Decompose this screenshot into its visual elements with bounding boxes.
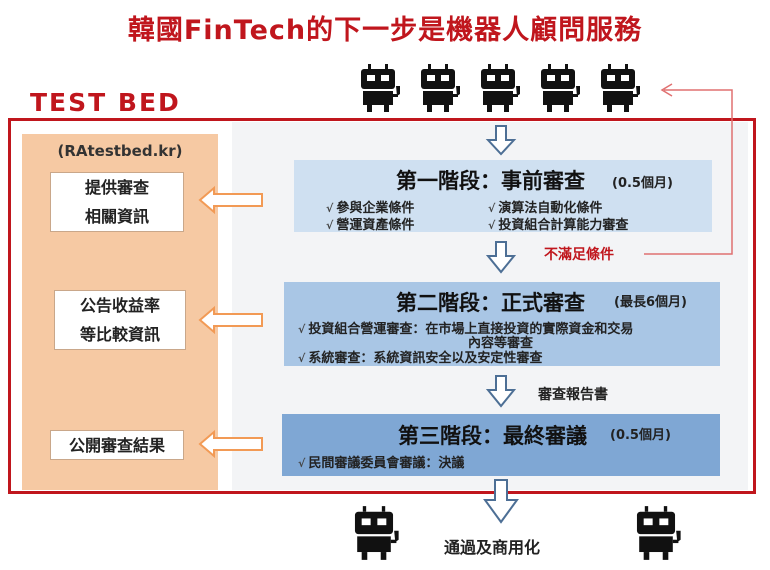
stage-1-title: 第一階段：事前審查 bbox=[396, 169, 585, 193]
feedback-arrow-icon bbox=[644, 83, 733, 255]
down-arrow-icon bbox=[485, 241, 517, 274]
stage-1-item: √營運資產條件 bbox=[326, 218, 415, 233]
stage-2-item: √系統審查：系統資訊安全以及安定性審查 bbox=[298, 351, 543, 366]
stage-2-item: √投資組合營運審查：在市場上直接投資的實際資金和交易 bbox=[298, 322, 634, 337]
stage-2-item-cont: 內容等審查 bbox=[468, 336, 534, 351]
check-icon: √ bbox=[298, 457, 306, 470]
check-icon: √ bbox=[488, 202, 496, 215]
stage-1-item: √演算法自動化條件 bbox=[488, 201, 603, 216]
robot-icon bbox=[636, 506, 681, 560]
test-bed-frame bbox=[8, 118, 756, 494]
stage-2-title: 第二階段：正式審查 bbox=[396, 291, 585, 315]
check-icon: √ bbox=[488, 219, 496, 232]
left-arrow-icon bbox=[198, 305, 263, 335]
info-box-returns: 公告收益率 等比較資訊 bbox=[54, 290, 186, 350]
robot-icon bbox=[354, 506, 399, 560]
left-arrow-icon bbox=[198, 185, 263, 215]
down-arrow-icon bbox=[483, 479, 519, 524]
check-icon: √ bbox=[326, 202, 334, 215]
result-label: 通過及商用化 bbox=[444, 538, 541, 557]
stage-3-box bbox=[282, 414, 720, 476]
info-box-results: 公開審查結果 bbox=[50, 430, 184, 460]
stage-1-duration: (0.5個月) bbox=[612, 176, 673, 191]
page-title: 韓國FinTech的下一步是機器人顧問服務 bbox=[127, 15, 643, 46]
test-bed-label: TEST BED bbox=[30, 88, 181, 117]
stage-3-title: 第三階段：最終審議 bbox=[398, 424, 587, 448]
stage-2-box bbox=[284, 282, 720, 366]
left-arrow-icon bbox=[198, 429, 263, 459]
check-icon: √ bbox=[326, 219, 334, 232]
check-icon: √ bbox=[298, 323, 306, 336]
fail-condition-label: 不滿足條件 bbox=[544, 247, 614, 263]
check-icon: √ bbox=[298, 352, 306, 365]
site-url: (RAtestbed.kr) bbox=[57, 142, 183, 160]
review-report-label: 審查報告書 bbox=[538, 387, 608, 403]
stage-2-duration: (最長6個月) bbox=[614, 295, 687, 310]
down-arrow-icon bbox=[485, 125, 517, 156]
stage-3-item: √民間審議委員會審議：決議 bbox=[298, 456, 465, 471]
stage-3-duration: (0.5個月) bbox=[610, 428, 671, 443]
stage-1-item: √投資組合計算能力審查 bbox=[488, 218, 629, 233]
info-box-review: 提供審查 相關資訊 bbox=[50, 172, 184, 232]
down-arrow-icon bbox=[485, 375, 517, 408]
stage-1-item: √參與企業條件 bbox=[326, 201, 415, 216]
stage-1-box bbox=[294, 160, 712, 232]
